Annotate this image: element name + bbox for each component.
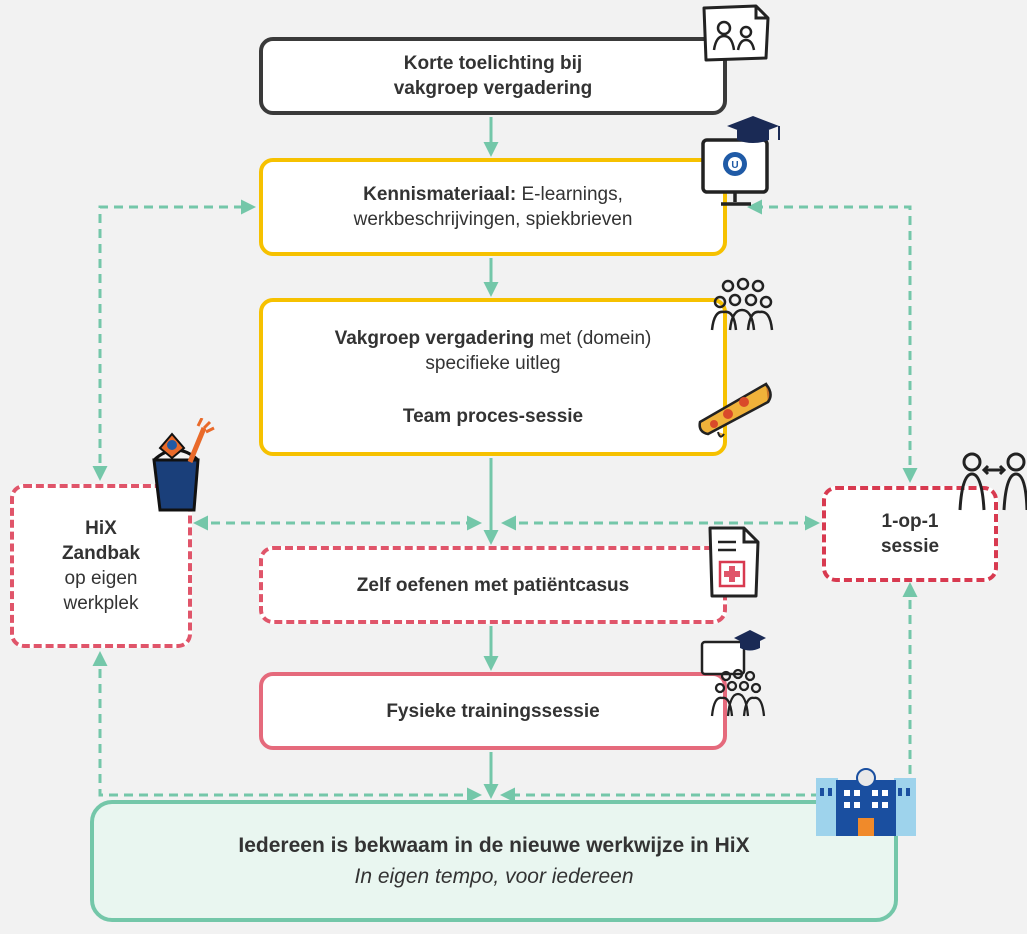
svg-text:U: U [731,160,738,171]
group-meeting-line-1: Vakgroep vergadering met (domein) [335,326,652,351]
group-meeting-title: Vakgroep vergadering [334,327,535,349]
self-practice-box: Zelf oefenen met patiëntcasus [259,546,727,624]
sandbox-bucket-icon [152,418,215,512]
group-meeting-icon [710,277,774,331]
self-practice-label: Zelf oefenen met patiëntcasus [356,574,630,596]
one-on-one-line-1: 1-op-1 [881,511,939,532]
hospital-building-icon [816,768,916,836]
medical-document-icon [708,526,760,598]
knowledge-title: Kennismateriaal: [363,184,517,205]
knowledge-line-1: Kennismateriaal: E-learnings, [363,182,623,207]
outcome-subtitle: In eigen tempo, voor iedereen [354,865,634,888]
elearning-monitor-icon: U [701,116,780,206]
group-meeting-line-2: specifieke uitleg [425,352,561,374]
pizza-icon [698,382,772,438]
group-meeting-box: Vakgroep vergadering met (domein) specif… [259,298,727,456]
presentation-icon [702,4,770,62]
knowledge-rest: E-learnings, [516,184,623,205]
team-process-session: Team proces-sessie [402,405,584,427]
outcome-box: Iedereen is bekwaam in de nieuwe werkwij… [90,800,898,922]
physical-training-box: Fysieke trainingssessie [259,672,727,750]
intro-box: Korte toelichting bij vakgroep vergaderi… [259,37,727,115]
knowledge-line-2: werkbeschrijvingen, spiekbrieven [353,209,633,230]
dashed-hix-to-final [92,651,482,803]
one-on-one-icon [958,452,1027,511]
intro-line-1: Korte toelichting bij [403,53,583,74]
hix-line-3: op eigen [64,568,138,589]
intro-line-2: vakgroep vergadering [393,78,593,99]
one-on-one-box: 1-op-1 sessie [822,486,998,582]
dashed-hix-to-kennis [92,199,256,481]
knowledge-material-box: Kennismateriaal: E-learnings, werkbeschr… [259,158,727,256]
hix-line-2: Zandbak [61,543,141,564]
dashed-1op1-to-kennis [747,199,918,483]
one-on-one-line-2: sessie [880,536,940,557]
training-group-icon [700,630,766,717]
hix-line-4: werkplek [63,593,139,614]
physical-training-label: Fysieke trainingssessie [386,700,600,722]
outcome-title: Iedereen is bekwaam in de nieuwe werkwij… [238,834,750,857]
group-meeting-rest: met (domein) [534,327,652,349]
hix-line-1: HiX [85,518,117,539]
